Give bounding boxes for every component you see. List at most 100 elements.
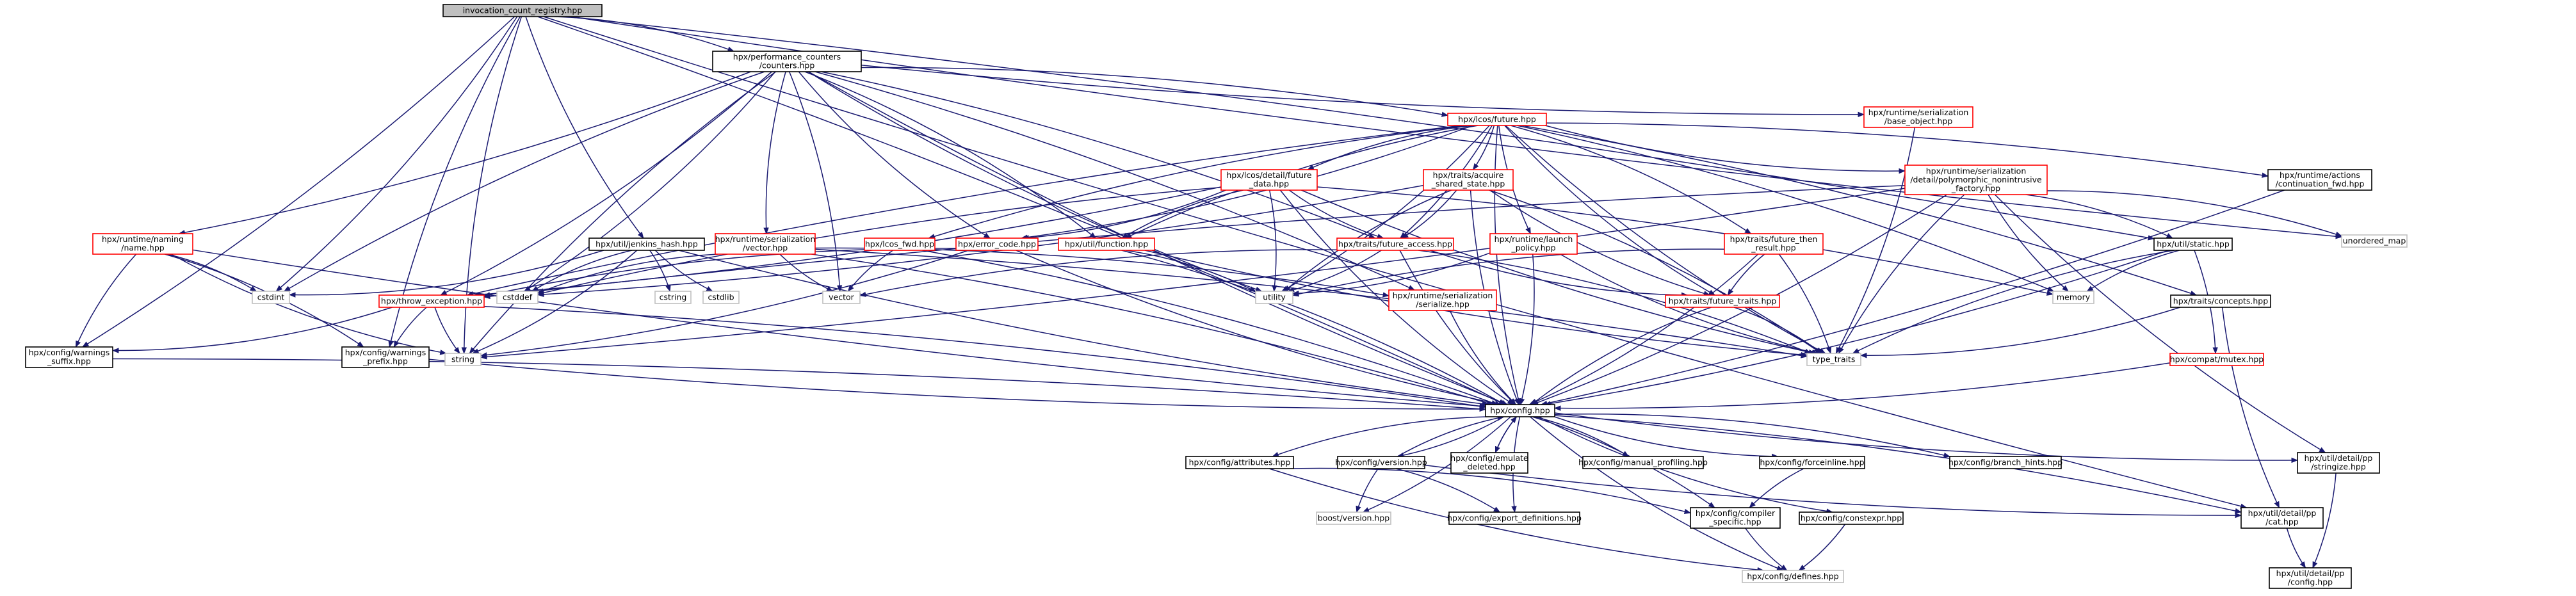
edge-jenkins-to-cstddef xyxy=(531,250,633,292)
node-futthen[interactable]: hpx/traits/future_then_result.hpp xyxy=(1724,233,1824,255)
node-label-futdata: hpx/lcos/detail/future xyxy=(1226,170,1312,180)
edge-config-to-branch xyxy=(1554,413,1951,458)
node-function[interactable]: hpx/util/function.hpp xyxy=(1058,238,1155,251)
node-exportdef[interactable]: hpx/config/export_definitions.hpp xyxy=(1447,511,1582,525)
node-box-vector xyxy=(822,291,861,304)
node-version[interactable]: hpx/config/version.hpp xyxy=(1335,456,1427,469)
edge-throwexc-to-string xyxy=(434,307,460,354)
node-futdata[interactable]: hpx/lcos/detail/future_data.hpp xyxy=(1220,169,1318,191)
node-box-errorcode xyxy=(955,238,1039,251)
node-label-errorcode: hpx/error_code.hpp xyxy=(958,239,1036,248)
node-label-string: string xyxy=(451,354,474,364)
edge-perf-to-serialize xyxy=(814,71,1416,291)
edge-perf-to-servector xyxy=(763,71,786,235)
edge-config-to-emulate xyxy=(1495,416,1517,453)
node-acquire[interactable]: hpx/traits/acquire_shared_state.hpp xyxy=(1423,169,1514,191)
node-baseobj[interactable]: hpx/runtime/serialization/base_object.hp… xyxy=(1863,106,1973,128)
edge-perf-to-throwexc xyxy=(440,71,772,296)
edge-futthen-to-utility xyxy=(1292,248,1725,297)
node-forceinline[interactable]: hpx/config/forceinline.hpp xyxy=(1759,456,1865,469)
node-label-contfed: /continuation_fwd.hpp xyxy=(2276,179,2365,189)
node-servector[interactable]: hpx/runtime/serialization/vector.hpp xyxy=(715,233,816,255)
node-box-cstdint xyxy=(252,291,290,304)
edge-future-to-futdata xyxy=(1307,125,1475,170)
edge-cat-to-ppconfig xyxy=(2286,528,2306,568)
node-box-utility xyxy=(1255,291,1293,304)
node-label-exportdef: hpx/config/export_definitions.hpp xyxy=(1447,513,1582,522)
node-label-futthen: _result.hpp xyxy=(1751,243,1795,253)
node-box-compspec xyxy=(1690,507,1781,529)
node-ppconfig[interactable]: hpx/util/detail/pp/config.hpp xyxy=(2269,567,2352,589)
node-box-throwexc xyxy=(378,294,485,308)
node-wsuffix[interactable]: hpx/config/warnings_suffix.hpp xyxy=(25,346,113,368)
node-contfed[interactable]: hpx/runtime/actions/continuation_fwd.hpp xyxy=(2267,169,2372,191)
edge-baseobj-to-typetraits xyxy=(1835,127,1916,354)
node-perf[interactable]: hpx/performance_counters/counters.hpp xyxy=(712,51,862,72)
node-box-servector xyxy=(715,233,816,255)
node-attributes[interactable]: hpx/config/attributes.hpp xyxy=(1185,456,1294,469)
node-futtraits[interactable]: hpx/traits/future_traits.hpp xyxy=(1665,294,1780,308)
node-label-forceinline: hpx/config/forceinline.hpp xyxy=(1760,457,1864,467)
node-label-futdata: _data.hpp xyxy=(1249,179,1289,189)
node-serialize[interactable]: hpx/runtime/serialization/serialize.hpp xyxy=(1388,289,1497,311)
node-label-jenkins: hpx/util/jenkins_hash.hpp xyxy=(595,239,698,248)
node-manprof[interactable]: hpx/config/manual_profiling.hpp xyxy=(1578,456,1708,469)
edge-perf-to-futaccess xyxy=(821,71,1376,239)
node-box-futthen xyxy=(1724,233,1824,255)
edge-constexpr-to-defines xyxy=(1798,524,1846,571)
edge-wsuffix-to-config xyxy=(112,358,1487,412)
edge-perf-to-utility xyxy=(807,71,1263,292)
node-box-concepts xyxy=(2170,294,2271,308)
node-label-naming: /name.hpp xyxy=(121,243,164,253)
node-errorcode[interactable]: hpx/error_code.hpp xyxy=(955,238,1039,251)
node-box-cstring xyxy=(654,291,692,304)
node-label-perf: /counters.hpp xyxy=(759,61,815,70)
node-box-contfed xyxy=(2267,169,2372,191)
node-naming[interactable]: hpx/runtime/naming/name.hpp xyxy=(92,233,193,255)
node-label-launch: _policy.hpp xyxy=(1511,243,1555,253)
edge-perf-to-vector xyxy=(788,71,843,293)
node-future[interactable]: hpx/lcos/future.hpp xyxy=(1447,113,1547,126)
node-root[interactable]: invocation_count_registry.hpp xyxy=(442,4,603,17)
node-box-futdata xyxy=(1220,169,1318,191)
node-box-typetraits xyxy=(1806,353,1861,366)
node-cat[interactable]: hpx/util/detail/pp/cat.hpp xyxy=(2240,507,2324,529)
node-label-polyfac: _factory.hpp xyxy=(1951,183,2000,193)
node-label-contfed: hpx/runtime/actions xyxy=(2280,170,2360,180)
node-jenkins[interactable]: hpx/util/jenkins_hash.hpp xyxy=(588,238,705,251)
node-emulate[interactable]: hpx/config/emulate_deleted.hpp xyxy=(1450,452,1528,474)
node-throwexc[interactable]: hpx/throw_exception.hpp xyxy=(378,294,485,308)
node-static[interactable]: hpx/util/static.hpp xyxy=(2153,238,2233,251)
node-box-cstddef xyxy=(496,291,539,304)
node-mutex[interactable]: hpx/compat/mutex.hpp xyxy=(2169,353,2264,366)
node-futaccess[interactable]: hpx/traits/future_access.hpp xyxy=(1336,238,1454,251)
edge-config-to-constexpr xyxy=(1538,416,1833,514)
node-stringize[interactable]: hpx/util/detail/pp/stringize.hpp xyxy=(2297,452,2380,474)
node-box-defines xyxy=(1742,570,1844,583)
edge-errorcode-to-string xyxy=(480,250,969,358)
node-box-emulate xyxy=(1450,452,1528,474)
node-label-future: hpx/lcos/future.hpp xyxy=(1458,114,1536,124)
node-label-mutex: hpx/compat/mutex.hpp xyxy=(2170,354,2264,364)
node-branch[interactable]: hpx/config/branch_hints.hpp xyxy=(1948,456,2062,469)
node-box-perf xyxy=(712,51,862,72)
edge-perf-to-function xyxy=(804,71,1097,239)
node-wprefix[interactable]: hpx/config/warnings_prefix.hpp xyxy=(341,346,430,368)
node-box-boostver xyxy=(1316,511,1391,525)
node-box-cstdlib xyxy=(702,291,740,304)
node-label-wsuffix: _suffix.hpp xyxy=(47,357,91,366)
node-polyfac[interactable]: hpx/runtime/serialization/detail/polymor… xyxy=(1904,165,2048,195)
edge-futdata-to-errorcode xyxy=(1022,189,1226,241)
node-typetraits: type_traits xyxy=(1806,353,1861,366)
node-label-cat: hpx/util/detail/pp xyxy=(2248,508,2317,518)
node-launch[interactable]: hpx/runtime/launch_policy.hpp xyxy=(1489,233,1578,255)
node-config[interactable]: hpx/config.hpp xyxy=(1485,404,1555,417)
node-label-wprefix: _prefix.hpp xyxy=(362,357,408,366)
node-constexpr[interactable]: hpx/config/constexpr.hpp xyxy=(1799,511,1904,525)
node-concepts[interactable]: hpx/traits/concepts.hpp xyxy=(2170,294,2271,308)
edge-future-to-contfed xyxy=(1546,122,2269,178)
edge-errorcode-to-config xyxy=(1016,250,1502,407)
node-compspec[interactable]: hpx/config/compiler_specific.hpp xyxy=(1690,507,1781,529)
node-label-lcosfwd: hpx/lcos_fwd.hpp xyxy=(865,239,934,248)
node-lcosfwd[interactable]: hpx/lcos_fwd.hpp xyxy=(864,238,936,251)
